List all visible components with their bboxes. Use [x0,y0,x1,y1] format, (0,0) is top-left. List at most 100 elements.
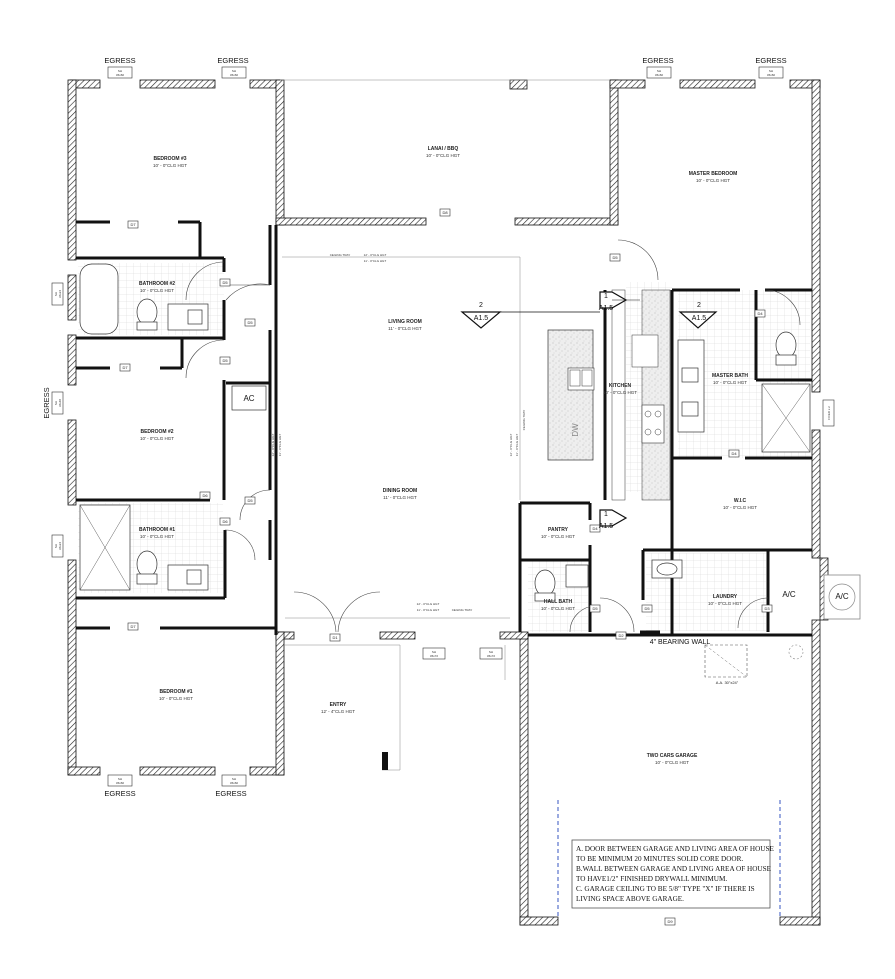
room-name-hall-bath: HALL BATH [544,599,573,605]
room-name-wic: W.I.C [734,498,747,504]
room-name-pantry: PANTRY [548,527,569,533]
clg-height-label: 11' - 0"CLG HGT [417,608,440,612]
door-tag: D5 [247,320,253,325]
section-sheet: A1.5 [599,305,614,312]
room-name-bedroom2: BEDROOM #2 [140,429,173,435]
room-clg-bedroom2: 10' - 0"CLG HGT [140,436,174,441]
room-name-dining-room: DINING ROOM [383,488,417,494]
window-tag-type: SH [118,69,122,73]
door-tag: D4 [757,311,763,316]
garage-notes: A. DOOR BETWEEN GARAGE AND LIVING AREA O… [576,845,774,903]
bearing-wall-label: 4" BEARING WALL [650,639,711,646]
notes-box [571,839,771,909]
room-clg-kitchen: 10' - 0"CLG HGT [603,390,637,395]
section-number: 2 [479,302,483,309]
egress-label: EGRESS [215,789,246,798]
door-tag: D5 [222,280,228,285]
misc-labels: AC A/C A/C 4" BEARING WALL A.A. 30"x24" … [243,253,848,685]
window-tag-type: SH [118,777,122,781]
window-tag-size: 36x48 [58,399,62,408]
clg-height-label: 12' - 0"CLG HGT [271,434,275,457]
door-tag: D2 [618,633,624,638]
window-tag-size: 36x24 [58,542,62,551]
window-tag-size: 36x60 [230,73,239,77]
egress-label: EGRESS [42,387,51,418]
clg-height-label: 11' - 0"CLG HGT [515,434,519,457]
door-tag: D7 [130,222,136,227]
room-clg-dining-room: 11' - 0"CLG HGT [383,495,417,500]
door-tag: D5 [612,255,618,260]
room-name-bedroom1: BEDROOM #1 [159,689,192,695]
section-marker-labels: 2 A1.5 2 A1.5 1 A1.5 1 A1.5 [474,293,707,530]
window-tags: SH 36x60 SH 36x60 SH 36x60 SH 36x60 SH 3… [54,69,831,785]
exterior-walls [67,79,829,926]
section-sheet: A1.5 [599,523,614,530]
room-clg-hall-bath: 10' - 0"CLG HGT [541,606,575,611]
room-clg-pantry: 10' - 0"CLG HGT [541,534,575,539]
room-name-garage: TWO CARS GARAGE [647,753,698,759]
egress-label: EGRESS [104,56,135,65]
door-swings [185,239,801,633]
ceiling-tray-label: CEILING TRAY [522,410,526,431]
window-tag-size: 36x60 [116,781,125,785]
room-clg-lanai: 10' - 0"CLG HGT [426,153,460,158]
window-tag-size: 36x24 [58,290,62,299]
note-line: C. GARAGE CEILING TO BE 5/8" TYPE "X" IF… [576,885,755,893]
window-tag-size: 36x60 [767,73,776,77]
door-tag: D7 [122,365,128,370]
window-tag-type: SH [769,69,773,73]
window-tag-boxes [51,66,835,787]
door-tag: D5 [592,606,598,611]
door-tags: D7 D5 D5 D5 D7 D5 D6 D6 D7 D8 D5 D4 D4 D… [122,210,770,924]
room-name-kitchen: KITCHEN [609,383,632,389]
window-tag-type: SH [54,401,58,405]
room-clg-garage: 10' - 0"CLG HGT [655,760,689,765]
door-tag: D4 [731,451,737,456]
window-tag-type: SH [657,69,661,73]
door-tag: D3 [764,606,770,611]
outdoor-ac-unit [823,574,861,620]
room-name-master-bedroom: MASTER BEDROOM [689,171,738,177]
note-line: A. DOOR BETWEEN GARAGE AND LIVING AREA O… [576,845,774,853]
room-name-entry: ENTRY [330,702,347,708]
room-clg-living-room: 11' - 0"CLG HGT [388,326,422,331]
dishwasher-label: DW [571,423,580,437]
door-tag: D5 [644,606,650,611]
door-tag-boxes [119,208,773,926]
note-line: LIVING SPACE ABOVE GARAGE. [576,895,684,903]
door-tag: D4 [592,526,598,531]
room-clg-master-bedroom: 10' - 0"CLG HGT [696,178,730,183]
window-tag-size: 36x60 [655,73,664,77]
room-name-bathroom1: BATHROOM #1 [139,527,175,533]
window-tag-type: SH [232,69,236,73]
attic-access-label: A.A. 30"x24" [716,680,739,685]
room-name-living-room: LIVING ROOM [388,319,422,325]
door-tag: D6 [202,493,208,498]
note-line: B.WALL BETWEEN GARAGE AND LIVING AREA OF… [576,865,772,873]
ac-label: A/C [782,590,796,599]
egress-label: EGRESS [642,56,673,65]
room-clg-entry: 12' - 4"CLG HGT [321,709,355,714]
clg-height-label: 11' - 0"CLG HGT [364,259,387,263]
room-clg-bedroom3: 10' - 0"CLG HGT [153,163,187,168]
door-tag: D1 [332,635,338,640]
porch-post [382,752,388,770]
ceiling-tray-label: CEILING TRAY [330,253,351,257]
room-labels: BEDROOM #3 10' - 0"CLG HGT LANAI / BBQ 1… [139,146,757,765]
window-tag-size: 36x60 [116,73,125,77]
clg-height-label: 11' - 0"CLG HGT [278,434,282,457]
ac-closet-label: AC [243,394,254,403]
room-name-lanai: LANAI / BBQ [428,146,459,152]
room-name-bathroom2: BATHROOM #2 [139,281,175,287]
door-tag: D5 [247,498,253,503]
kitchen-island [547,289,671,501]
room-clg-wic: 10' - 0"CLG HGT [723,505,757,510]
room-clg-master-bath: 10' - 0"CLG HGT [713,380,747,385]
section-number: 2 [697,302,701,309]
fixtures [79,263,811,602]
room-clg-bathroom2: 10' - 0"CLG HGT [140,288,174,293]
window-tag-type: SH [489,650,493,654]
clg-height-label: 12' - 0"CLG HGT [417,602,440,606]
note-line: TO BE MINIMUM 20 MINUTES SOLID CORE DOOR… [576,855,743,863]
